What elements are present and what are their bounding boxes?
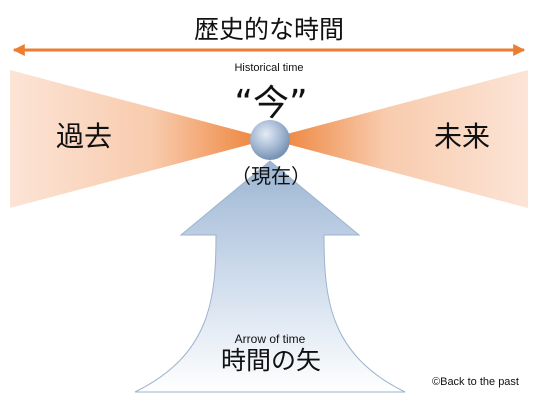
past-wedge: [10, 70, 270, 208]
now-sphere: [250, 120, 290, 160]
future-label: 未来: [434, 120, 490, 153]
future-wedge: [268, 70, 528, 208]
arrow-caption-en: Arrow of time: [235, 332, 306, 346]
diagram-title: 歴史的な時間: [194, 15, 344, 44]
timeline-label: Historical time: [234, 62, 303, 74]
arrow-caption-jp: 時間の矢: [221, 346, 321, 375]
arrow-of-time: [134, 160, 406, 393]
copyright-note: ©Back to the past: [432, 376, 519, 388]
present-label: （現在）: [231, 164, 311, 188]
now-label: “今”: [234, 83, 307, 124]
past-label: 過去: [56, 120, 112, 153]
